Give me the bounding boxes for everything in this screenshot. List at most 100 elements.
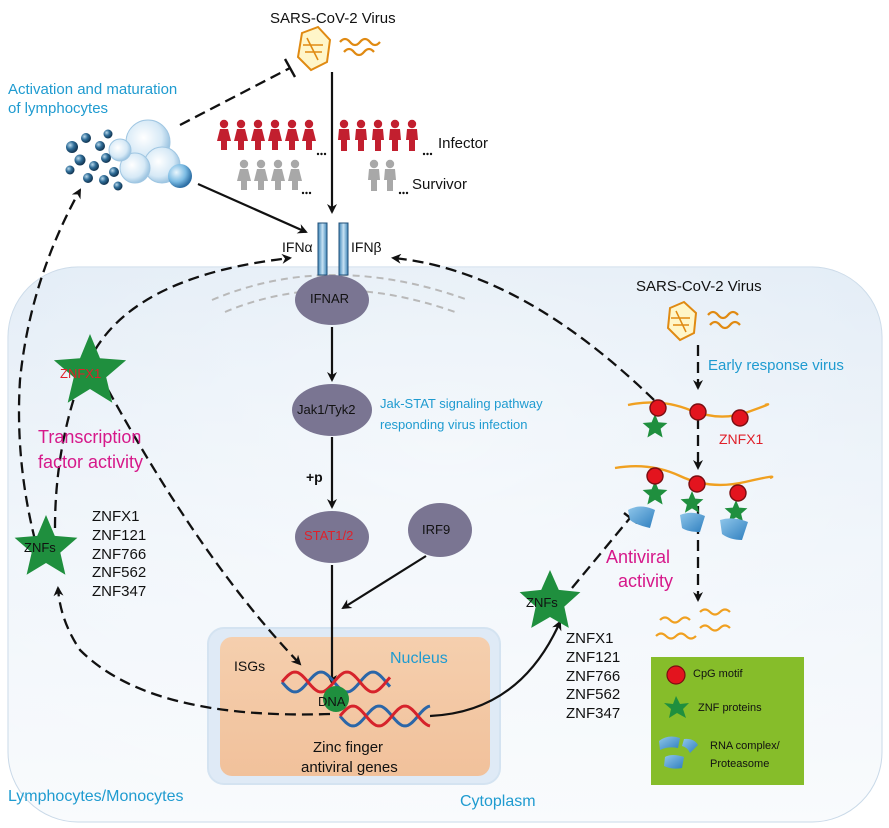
antiviral-label-1: Antiviral: [606, 547, 671, 567]
rna-proteasome-complexes: [628, 506, 748, 540]
activation-label-2: of lymphocytes: [8, 100, 109, 117]
person-icon: [373, 119, 383, 129]
rna-znf-star: [642, 414, 668, 438]
person-icon: [339, 119, 349, 129]
person-icon: [372, 129, 384, 151]
person-icon: [287, 119, 297, 129]
nucleus-label: Nucleus: [390, 650, 448, 667]
person-icon: [256, 159, 266, 169]
activation-label-1: Activation and maturation: [8, 81, 178, 98]
virus-icon-top: [296, 25, 381, 72]
infector-people: [217, 119, 433, 156]
znf-list-right-item: ZNF121: [566, 648, 621, 666]
zinc-finger-label-2: antiviral genes: [301, 759, 398, 776]
znf-list-right-item: ZNF347: [566, 705, 621, 722]
early-response-label: Early response virus: [708, 357, 844, 374]
person-icon: [389, 129, 401, 151]
ifnar-label: IFNAR: [310, 291, 349, 306]
znf-list-right: ZNFX1 ZNF121 ZNF766 ZNF562 ZNF347: [566, 630, 620, 724]
rna-znf-star: [724, 500, 748, 522]
person-icon: [234, 129, 248, 150]
person-icon: [302, 129, 316, 150]
survivor-label: Survivor: [412, 176, 468, 193]
znfs-right-label: ZNFs: [526, 595, 558, 610]
jak-stat-note-1: Jak-STAT signaling pathway: [380, 396, 543, 411]
legend-cpg-label: CpG motif: [693, 668, 743, 680]
person-icon: [288, 169, 302, 190]
person-icon: [239, 159, 249, 169]
person-icon: [237, 169, 251, 190]
rna-znf-star: [642, 481, 668, 505]
irf9-label: IRF9: [422, 522, 451, 537]
inhibition-lymphocytes-virus: [179, 66, 291, 127]
person-icon: [270, 119, 280, 129]
legend-znf-icon: [664, 696, 689, 718]
person-icon: [254, 169, 268, 190]
person-icon: [407, 119, 417, 129]
person-icon: [390, 119, 400, 129]
arrow-znfx1-to-ifn: [94, 253, 292, 351]
ifn-alpha-receptor: [317, 222, 328, 276]
stat-label: STAT1/2: [304, 528, 354, 543]
transcription-label-1: Transcription: [38, 427, 142, 447]
virus-top-label: SARS-CoV-2 Virus: [270, 10, 396, 27]
znfx1-star: [53, 334, 127, 403]
virus-right-label: SARS-CoV-2 Virus: [636, 278, 762, 295]
legend-rna-label-2: Proteasome: [710, 758, 770, 770]
person-icon: [285, 129, 299, 150]
arrow-dna-to-znfs-left: [53, 586, 331, 716]
arrow-dna-to-znfs-right: [429, 620, 562, 718]
transcription-label-2: factor activity: [38, 452, 144, 472]
person-icon: [236, 119, 246, 129]
infector-label: Infector: [438, 135, 489, 152]
irf9-node: [408, 503, 472, 557]
znfs-left-label: ZNFs: [24, 540, 56, 555]
znf-list-left-item: ZNF121: [92, 526, 147, 544]
person-icon: [338, 129, 350, 151]
person-icon: [304, 119, 314, 129]
inhibition-bar-virus: [283, 58, 297, 78]
person-icon: [369, 159, 379, 169]
legend-cpg-icon: [666, 665, 686, 685]
jak-tyk-node: [292, 384, 372, 436]
arrow-znfs-to-lymphocytes: [17, 188, 82, 541]
znfx1-rna-label: ZNFX1: [719, 431, 764, 447]
survivor-people: [237, 159, 409, 195]
inhibition-znfs-to-rna: [571, 517, 631, 589]
person-icon: [368, 169, 380, 191]
stat-node: [295, 511, 369, 563]
znf-list-right-item: ZNFX1: [566, 630, 614, 647]
person-icon: [385, 159, 395, 169]
dna-ball: [323, 686, 349, 712]
dna-strand: [338, 704, 431, 728]
antiviral-label-2: activity: [618, 571, 674, 591]
arrow-lymphocytes-to-receptor: [197, 182, 308, 234]
znf-list-left-item: ZNF347: [92, 583, 147, 600]
isgs-label: ISGs: [234, 658, 266, 674]
znf-list-left-item: ZNF562: [92, 564, 147, 582]
dna-strand: [338, 704, 431, 728]
arrow-irf9-to-dna: [341, 555, 427, 610]
jak-tyk-label: Jak1/Tyk2: [297, 402, 356, 417]
znf-list-left-item: ZNFX1: [92, 508, 140, 525]
ifn-beta-label: IFNβ: [351, 239, 382, 255]
znf-list-left: ZNFX1 ZNF121 ZNF766 ZNF562 ZNF347: [92, 508, 146, 602]
legend-znf-label: ZNF proteins: [698, 702, 762, 714]
person-icon: [217, 129, 231, 150]
person-icon: [355, 129, 367, 151]
jak-stat-note-2: responding virus infection: [380, 417, 528, 432]
dna-helix: [280, 670, 431, 728]
phosphorylation-label: +p: [306, 469, 323, 485]
cytoplasm-label: Cytoplasm: [460, 793, 536, 810]
person-icon: [251, 129, 265, 150]
ifnar-node: [295, 275, 369, 325]
znfx1-star-label: ZNFX1: [60, 366, 102, 381]
znf-list-right-item: ZNF766: [566, 667, 621, 685]
cell-label: Lymphocytes/Monocytes: [8, 788, 184, 805]
znfs-star-left: [14, 515, 78, 575]
znf-list-right-item: ZNF562: [566, 686, 621, 704]
rna-cpg-motifs: [646, 399, 749, 502]
person-icon: [406, 129, 418, 151]
znf-list-left-item: ZNF766: [92, 545, 147, 563]
